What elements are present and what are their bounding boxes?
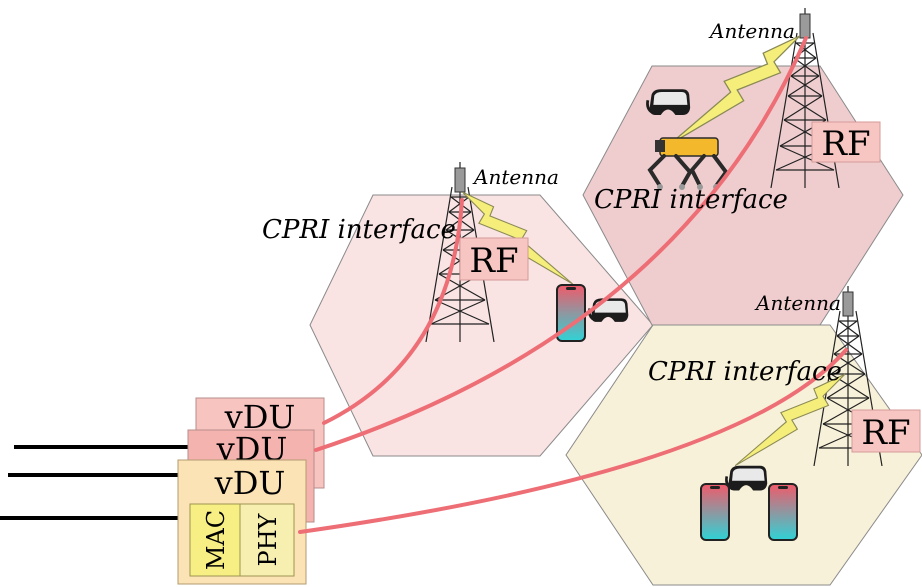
cpri-label-left: CPRI interface [262,215,456,245]
rf-label-left: RF [469,241,518,281]
phy-label: PHY [254,512,282,566]
mac-label: MAC [202,510,230,570]
cell-left [309,194,654,457]
robot-dog-icon [647,137,729,190]
mac-block [189,503,241,577]
cpri-label-bottom: CPRI interface [648,357,842,387]
rf-box-right [851,409,921,453]
vdu-label-front: vDU [214,464,286,502]
rf-label-top: RF [821,124,870,164]
smartphone-icon [700,483,730,541]
antenna-label-right: Antenna [754,291,841,315]
fronthaul-links [298,36,848,534]
fronthaul-link-top [314,36,808,452]
cell-bottom [565,324,922,586]
rf-box-top [811,121,881,163]
cpri-label-top: CPRI interface [594,185,788,215]
smartphone-icon [768,483,798,541]
fronthaul-link-left [322,198,464,425]
rf-label-right: RF [861,413,910,453]
fronthaul-link-bottom [298,348,848,534]
antenna-label-top: Antenna [708,19,795,43]
phy-block [239,503,295,577]
rf-box-left [459,237,529,281]
backhaul-lines [0,445,196,520]
antenna-label-left: Antenna [472,165,559,189]
